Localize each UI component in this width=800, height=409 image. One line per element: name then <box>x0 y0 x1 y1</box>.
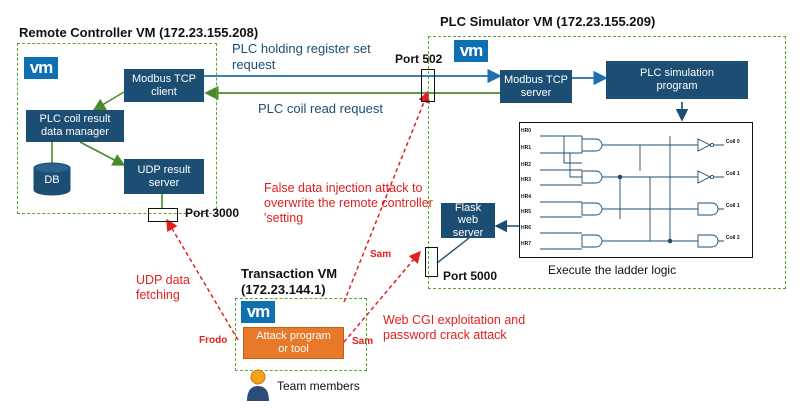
flask-web-server: Flask web server <box>441 202 495 239</box>
db-label: DB <box>44 174 60 186</box>
ladder-output: Coil 2 <box>726 235 740 241</box>
team-members-label: Team members <box>277 379 360 393</box>
modbus-tcp-server: Modbus TCP server <box>500 70 572 103</box>
vm-logo-icon: vm <box>454 40 488 62</box>
ladder-output: Coil 1 <box>726 203 740 209</box>
client-to-manager-arrow <box>92 91 125 111</box>
flask-to-port-line <box>436 237 470 264</box>
ladder-input: HR7 <box>521 241 532 247</box>
attacker-frodo: Frodo <box>199 335 228 346</box>
ladder-input: HR6 <box>521 225 532 231</box>
attacker-sam-bottom: Sam <box>352 336 374 347</box>
vm-logo-icon: vm <box>241 301 275 323</box>
remote-vm-container <box>17 43 217 214</box>
ladder-output: Coil 1 <box>726 171 740 177</box>
port-3000-box <box>148 208 178 222</box>
ladder-input: HR0 <box>521 128 532 134</box>
remote-vm-title: Remote Controller VM (172.23.155.208) <box>19 25 259 40</box>
plc-coil-data-manager: PLC coil result data manager <box>26 110 124 142</box>
holding-register-label: PLC holding register set request <box>232 41 382 72</box>
udp-fetch-arrow <box>166 218 239 341</box>
plc-vm-title: PLC Simulator VM (172.23.155.209) <box>440 14 656 29</box>
web-cgi-attack-arrow <box>343 250 421 343</box>
ladder-input: HR2 <box>521 162 532 168</box>
udp-fetch-label: UDP data fetching <box>136 273 190 302</box>
false-data-attack-arrow <box>343 90 430 303</box>
udp-result-server: UDP result server <box>124 159 204 194</box>
port-502-label: Port 502 <box>395 52 443 66</box>
coil-read-label: PLC coil read request <box>258 101 384 116</box>
attack-program-tool: Attack program or tool <box>243 327 344 359</box>
attacker-sam-top: Sam <box>370 249 392 260</box>
plc-simulation-program: PLC simulation program <box>606 61 748 99</box>
modbus-tcp-client: Modbus TCP client <box>124 69 204 102</box>
ladder-output: Coil 0 <box>726 139 740 145</box>
web-cgi-attack-label: Web CGI exploitation and password crack … <box>383 313 526 342</box>
transaction-vm-container <box>235 298 367 371</box>
port-3000-label: Port 3000 <box>185 206 240 220</box>
ladder-input: HR1 <box>521 145 532 151</box>
transaction-vm-title-line1: Transaction VM <box>241 266 338 281</box>
port-5000-box <box>425 247 438 277</box>
port-5000-label: Port 5000 <box>443 269 498 283</box>
ladder-input: HR3 <box>521 177 532 183</box>
port-502-box <box>421 69 435 102</box>
transaction-vm-title-line2: (172.23.144.1) <box>241 282 326 298</box>
holding-register-text: PLC holding register set request <box>232 41 371 72</box>
ladder-diagram <box>540 135 724 250</box>
db-icon <box>33 162 71 196</box>
ladder-caption: Execute the ladder logic <box>548 263 677 277</box>
ladder-logic-panel <box>519 122 753 258</box>
team-member-icon <box>247 369 269 401</box>
ladder-input: HR5 <box>521 209 532 215</box>
plc-vm-container <box>428 36 786 289</box>
ladder-input: HR4 <box>521 194 532 200</box>
transaction-vm-title: Transaction VM (172.23.144.1) <box>241 266 337 299</box>
false-data-attack-label: False data injection attack to overwrite… <box>264 181 433 225</box>
vm-logo-icon: vm <box>24 57 58 79</box>
manager-to-udp-arrow <box>79 141 126 166</box>
